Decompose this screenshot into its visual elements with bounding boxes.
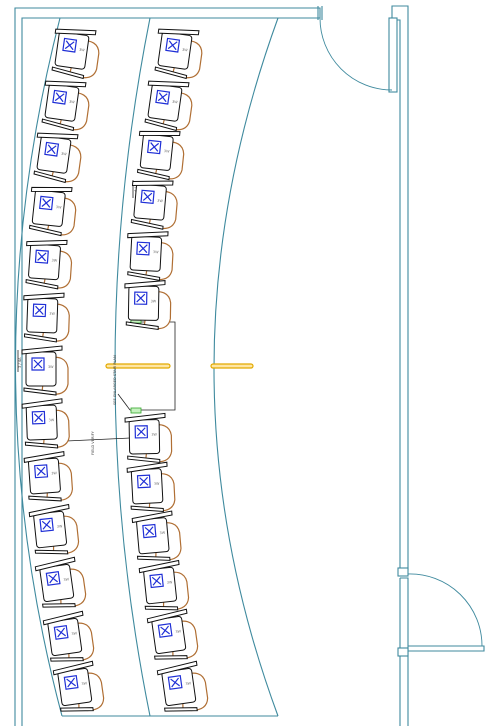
room-walls [14, 5, 485, 726]
svg-text:3W: 3W [175, 629, 182, 634]
seat-column-right-upper: 3W 3W 3W 3W 3W 3W [123, 24, 206, 331]
svg-text:3W: 3W [151, 299, 157, 303]
svg-text:3W: 3W [49, 418, 55, 422]
svg-text:3W: 3W [172, 100, 179, 105]
seat: 3W [23, 450, 74, 504]
svg-text:3W: 3W [153, 250, 159, 254]
seat: 3W [131, 509, 183, 564]
svg-text:3W: 3W [164, 149, 171, 154]
svg-text:3W: 3W [71, 631, 78, 636]
svg-text:3W: 3W [185, 681, 192, 686]
seat: 3W [138, 559, 191, 614]
svg-text:3W: 3W [69, 100, 76, 105]
seat: 3W [123, 279, 172, 331]
seat: 3W [30, 128, 85, 185]
seat: 3W [38, 76, 93, 133]
seat: 3W [34, 555, 88, 612]
door-swings [319, 17, 483, 647]
svg-text:3W: 3W [167, 580, 174, 585]
note-aisle: SEE ENLARGED STAIR PLAN [113, 355, 117, 405]
seat: 3W [126, 461, 177, 514]
svg-text:3W: 3W [51, 258, 57, 262]
seat: 3W [21, 345, 69, 396]
seat: 3W [141, 76, 196, 133]
seat: 3W [151, 24, 206, 81]
seat: 3W [124, 229, 175, 282]
svg-text:3W: 3W [57, 524, 64, 529]
svg-text:3W: 3W [63, 577, 70, 582]
seat: 3W [26, 182, 79, 238]
svg-text:3W: 3W [154, 482, 160, 486]
seat: 3W [21, 291, 71, 343]
seat-column-left: 3W 3W 3W 3W 3W 3W 3W 3W 3W 3W 3W 3W 3W [21, 24, 106, 716]
seat: 3W [52, 659, 106, 716]
seat: 3W [134, 126, 187, 182]
handrails [105, 363, 254, 369]
seat-column-right-lower: 3W 3W 3W 3W 3W 3W [124, 412, 210, 716]
svg-text:3W: 3W [49, 312, 55, 316]
seat: 3W [23, 236, 74, 291]
seat: 3W [48, 24, 103, 81]
note-front: FIELD VERIFY [91, 430, 95, 455]
svg-text:3W: 3W [81, 681, 88, 686]
svg-text:3W: 3W [79, 48, 86, 53]
svg-text:3W: 3W [151, 433, 157, 437]
svg-text:3W: 3W [56, 205, 63, 210]
seat: 3W [42, 609, 96, 666]
seat: 3W [128, 176, 180, 231]
seat: 3W [124, 412, 173, 464]
svg-text:3W: 3W [61, 152, 68, 157]
seat: 3W [146, 607, 200, 664]
svg-text:3W: 3W [182, 48, 189, 53]
note-left-edge: 3 / 4A [18, 357, 22, 368]
seat: 3W [156, 659, 210, 716]
seat: 3W [21, 398, 71, 450]
svg-text:3W: 3W [159, 531, 165, 536]
seat: 3W [28, 503, 81, 558]
svg-text:3W: 3W [51, 471, 57, 475]
svg-text:3W: 3W [48, 365, 54, 369]
svg-text:3W: 3W [157, 199, 163, 204]
